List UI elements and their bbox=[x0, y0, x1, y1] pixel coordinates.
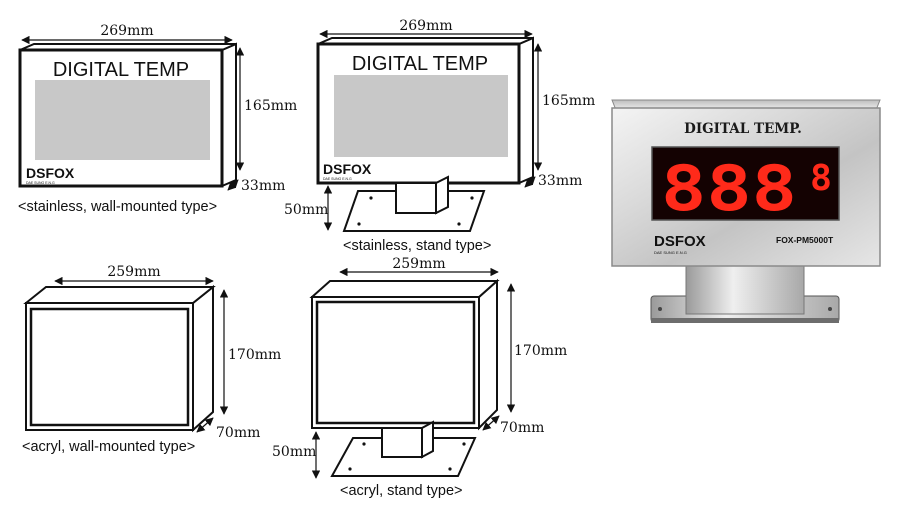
height-dimension-label: 170mm bbox=[514, 343, 567, 359]
display-digits: 888 bbox=[661, 152, 797, 225]
screw-hole bbox=[457, 222, 461, 226]
depth-dimension-arrow bbox=[524, 176, 536, 188]
caption: <acryl, stand type> bbox=[340, 483, 463, 499]
brand-logo: DSFOX DAE SUNG E.N.G bbox=[323, 161, 372, 181]
acryl-wall-unit: 259mm 170mm 70mm <acryl, wall-mounted ty… bbox=[22, 264, 281, 455]
photo-display bbox=[651, 146, 840, 221]
stand-post bbox=[381, 427, 423, 458]
svg-text:DSFOX: DSFOX bbox=[26, 165, 75, 181]
depth-dimension-label: 70mm bbox=[216, 425, 260, 441]
stainless-stand-unit: 269mm DIGITAL TEMP DSFOX DAE SUNG E.N.G … bbox=[284, 18, 595, 254]
display-title: DIGITAL TEMP bbox=[352, 53, 488, 75]
screw-hole bbox=[658, 307, 662, 311]
photo-title: DIGITAL TEMP. bbox=[684, 121, 802, 137]
screw-hole bbox=[348, 467, 352, 471]
photo-brand-logo: DSFOX DAE SUNG E.N.G bbox=[654, 233, 706, 255]
case-top bbox=[23, 286, 216, 304]
screw-hole bbox=[470, 196, 474, 200]
stand bbox=[342, 175, 486, 232]
case-side bbox=[518, 36, 534, 185]
product-photo: DIGITAL TEMP. 888 888 8 DSFOX DAE SUNG E… bbox=[611, 99, 881, 323]
depth-dimension-arrow bbox=[482, 415, 500, 431]
display-window bbox=[334, 75, 508, 157]
width-dimension-label: 269mm bbox=[100, 23, 153, 39]
svg-text:DAE SUNG E.N.G: DAE SUNG E.N.G bbox=[654, 250, 687, 255]
depth-dimension-arrow bbox=[227, 179, 239, 191]
display-window bbox=[35, 80, 210, 160]
front-panel bbox=[315, 300, 476, 425]
stand-post-side bbox=[435, 175, 449, 215]
height-dimension-label: 170mm bbox=[228, 347, 281, 363]
brand-logo: DSFOX DAE SUNG E.N.G bbox=[26, 165, 75, 185]
acryl-stand-unit: 259mm 170mm 70mm 50mm <acryl, stand type… bbox=[272, 256, 567, 499]
depth-dimension-label: 33mm bbox=[538, 173, 582, 189]
caption: <stainless, wall-mounted type> bbox=[18, 199, 217, 215]
svg-text:DSFOX: DSFOX bbox=[323, 161, 372, 177]
svg-text:DAE SUNG E.N.G: DAE SUNG E.N.G bbox=[26, 181, 55, 185]
screw-hole bbox=[448, 467, 452, 471]
caption: <stainless, stand type> bbox=[343, 238, 491, 254]
display-title: DIGITAL TEMP bbox=[53, 59, 189, 81]
svg-text:DAE SUNG E.N.G: DAE SUNG E.N.G bbox=[323, 177, 352, 181]
display-digit-ghost: 888 bbox=[661, 152, 797, 225]
depth-dimension-arrow bbox=[196, 417, 214, 433]
width-dimension-label: 269mm bbox=[399, 18, 452, 34]
stand-post bbox=[395, 182, 437, 214]
svg-text:DSFOX: DSFOX bbox=[654, 233, 706, 250]
case-side bbox=[221, 42, 237, 188]
stand-dimension-label: 50mm bbox=[272, 444, 316, 460]
stand bbox=[330, 420, 477, 477]
stainless-wall-unit: 269mm DIGITAL TEMP DSFOX DAE SUNG E.N.G … bbox=[18, 23, 297, 215]
screw-hole bbox=[357, 222, 361, 226]
width-dimension-label: 259mm bbox=[392, 256, 445, 272]
height-dimension-label: 165mm bbox=[244, 98, 297, 114]
height-dimension-label: 165mm bbox=[542, 93, 595, 109]
photo-stand-post bbox=[685, 263, 805, 315]
caption: <acryl, wall-mounted type> bbox=[22, 439, 195, 455]
screw-hole bbox=[828, 307, 832, 311]
front-panel bbox=[29, 307, 190, 427]
screw-hole bbox=[462, 442, 466, 446]
width-dimension-label: 259mm bbox=[107, 264, 160, 280]
case-side bbox=[192, 284, 214, 433]
display-unit-digit: 8 bbox=[810, 158, 832, 199]
depth-dimension-label: 33mm bbox=[241, 178, 285, 194]
screw-hole bbox=[369, 196, 373, 200]
photo-stand-base-edge bbox=[651, 318, 839, 323]
screw-hole bbox=[362, 442, 366, 446]
stand-post-side bbox=[421, 420, 434, 459]
depth-dimension-label: 70mm bbox=[500, 420, 544, 436]
case-top bbox=[309, 280, 500, 298]
photo-model-number: FOX-PM5000T bbox=[776, 235, 834, 245]
case-side bbox=[478, 278, 498, 431]
stand-dimension-label: 50mm bbox=[284, 202, 328, 218]
